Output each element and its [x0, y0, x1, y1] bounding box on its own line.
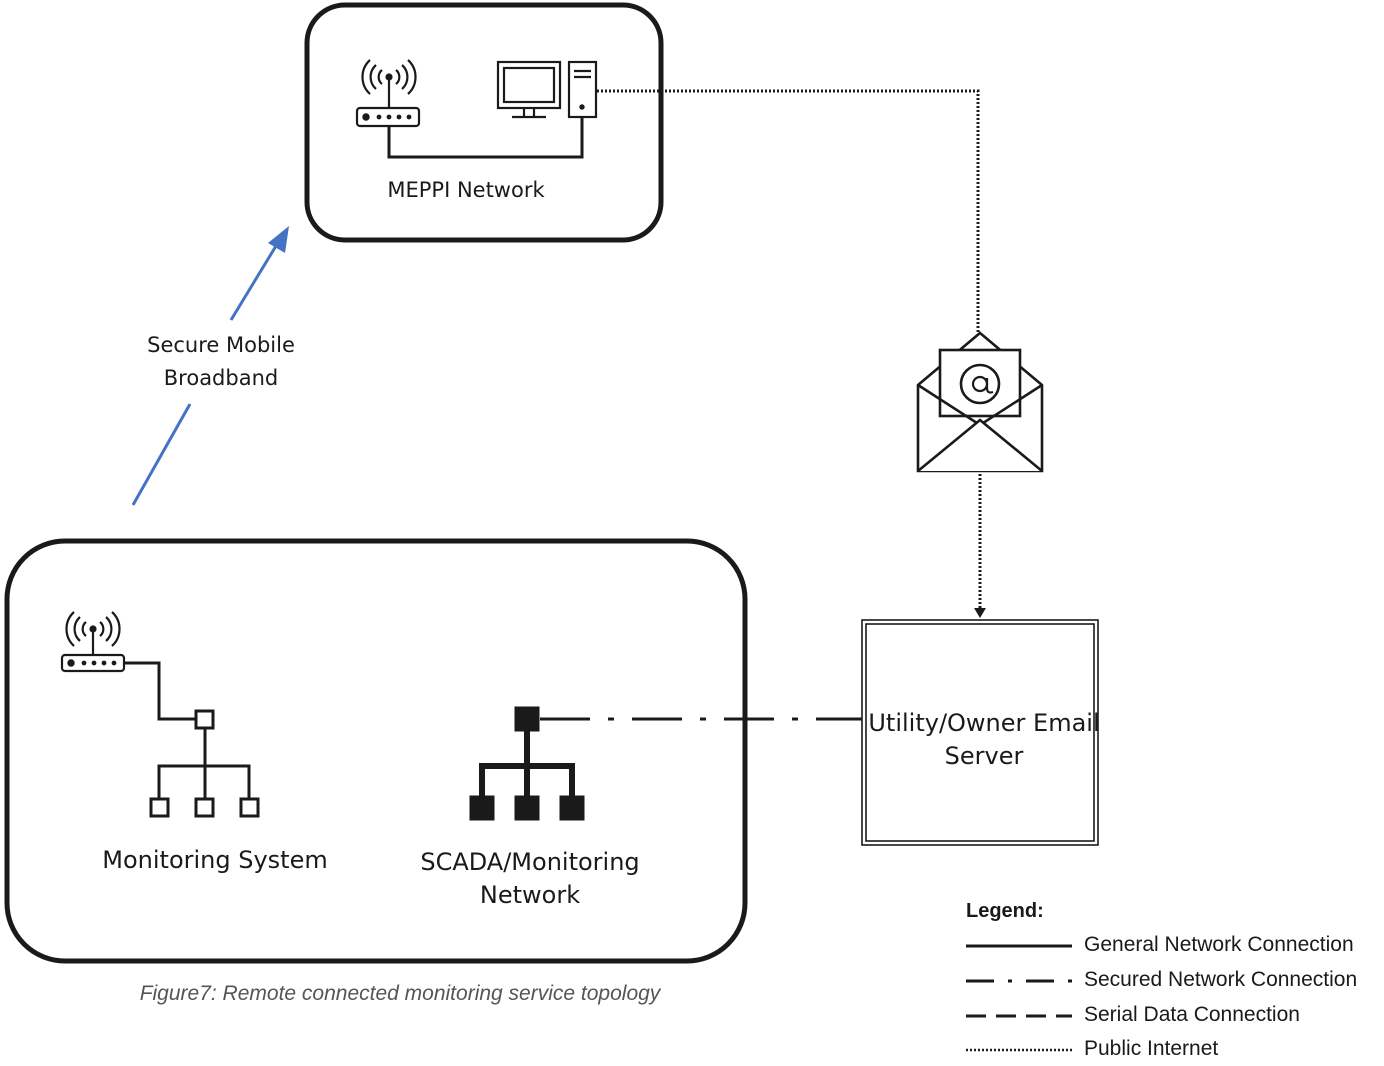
scada-network-label: SCADA/Monitoring Network	[420, 848, 640, 909]
legend-samples	[966, 944, 1072, 1052]
meppi-network-label: MEPPI Network	[387, 178, 545, 202]
monitoring-network-hierarchy-icon	[124, 661, 260, 818]
monitoring-system-label: Monitoring System	[102, 846, 328, 874]
email-envelope-icon	[916, 331, 1044, 473]
secure-broadband-label: Secure Mobile Broadband	[147, 333, 295, 390]
public-internet-link-meppi-email	[597, 89, 980, 338]
email-server-box	[861, 619, 1099, 846]
secure-broadband-arrow	[131, 403, 192, 506]
network-hierarchy-icon	[469, 706, 585, 821]
meppi-network-box	[304, 2, 664, 243]
legend-item-public: Public Internet	[1084, 1037, 1219, 1060]
wifi-router-icon	[60, 611, 126, 673]
legend-item-serial: Serial Data Connection	[1084, 1003, 1300, 1026]
email-server-label: Utility/Owner Email Server	[868, 709, 1100, 770]
site-network-box	[4, 538, 748, 964]
legend-item-general: General Network Connection	[1084, 933, 1354, 956]
arrowhead-email-server	[974, 608, 986, 618]
figure-caption: Figure7: Remote connected monitoring ser…	[139, 982, 661, 1005]
meppi-internal-connection	[387, 117, 584, 159]
desktop-computer-icon	[496, 60, 598, 119]
legend-title: Legend:	[966, 900, 1044, 922]
wifi-router-icon	[355, 59, 421, 128]
legend-item-secured: Secured Network Connection	[1084, 968, 1358, 991]
